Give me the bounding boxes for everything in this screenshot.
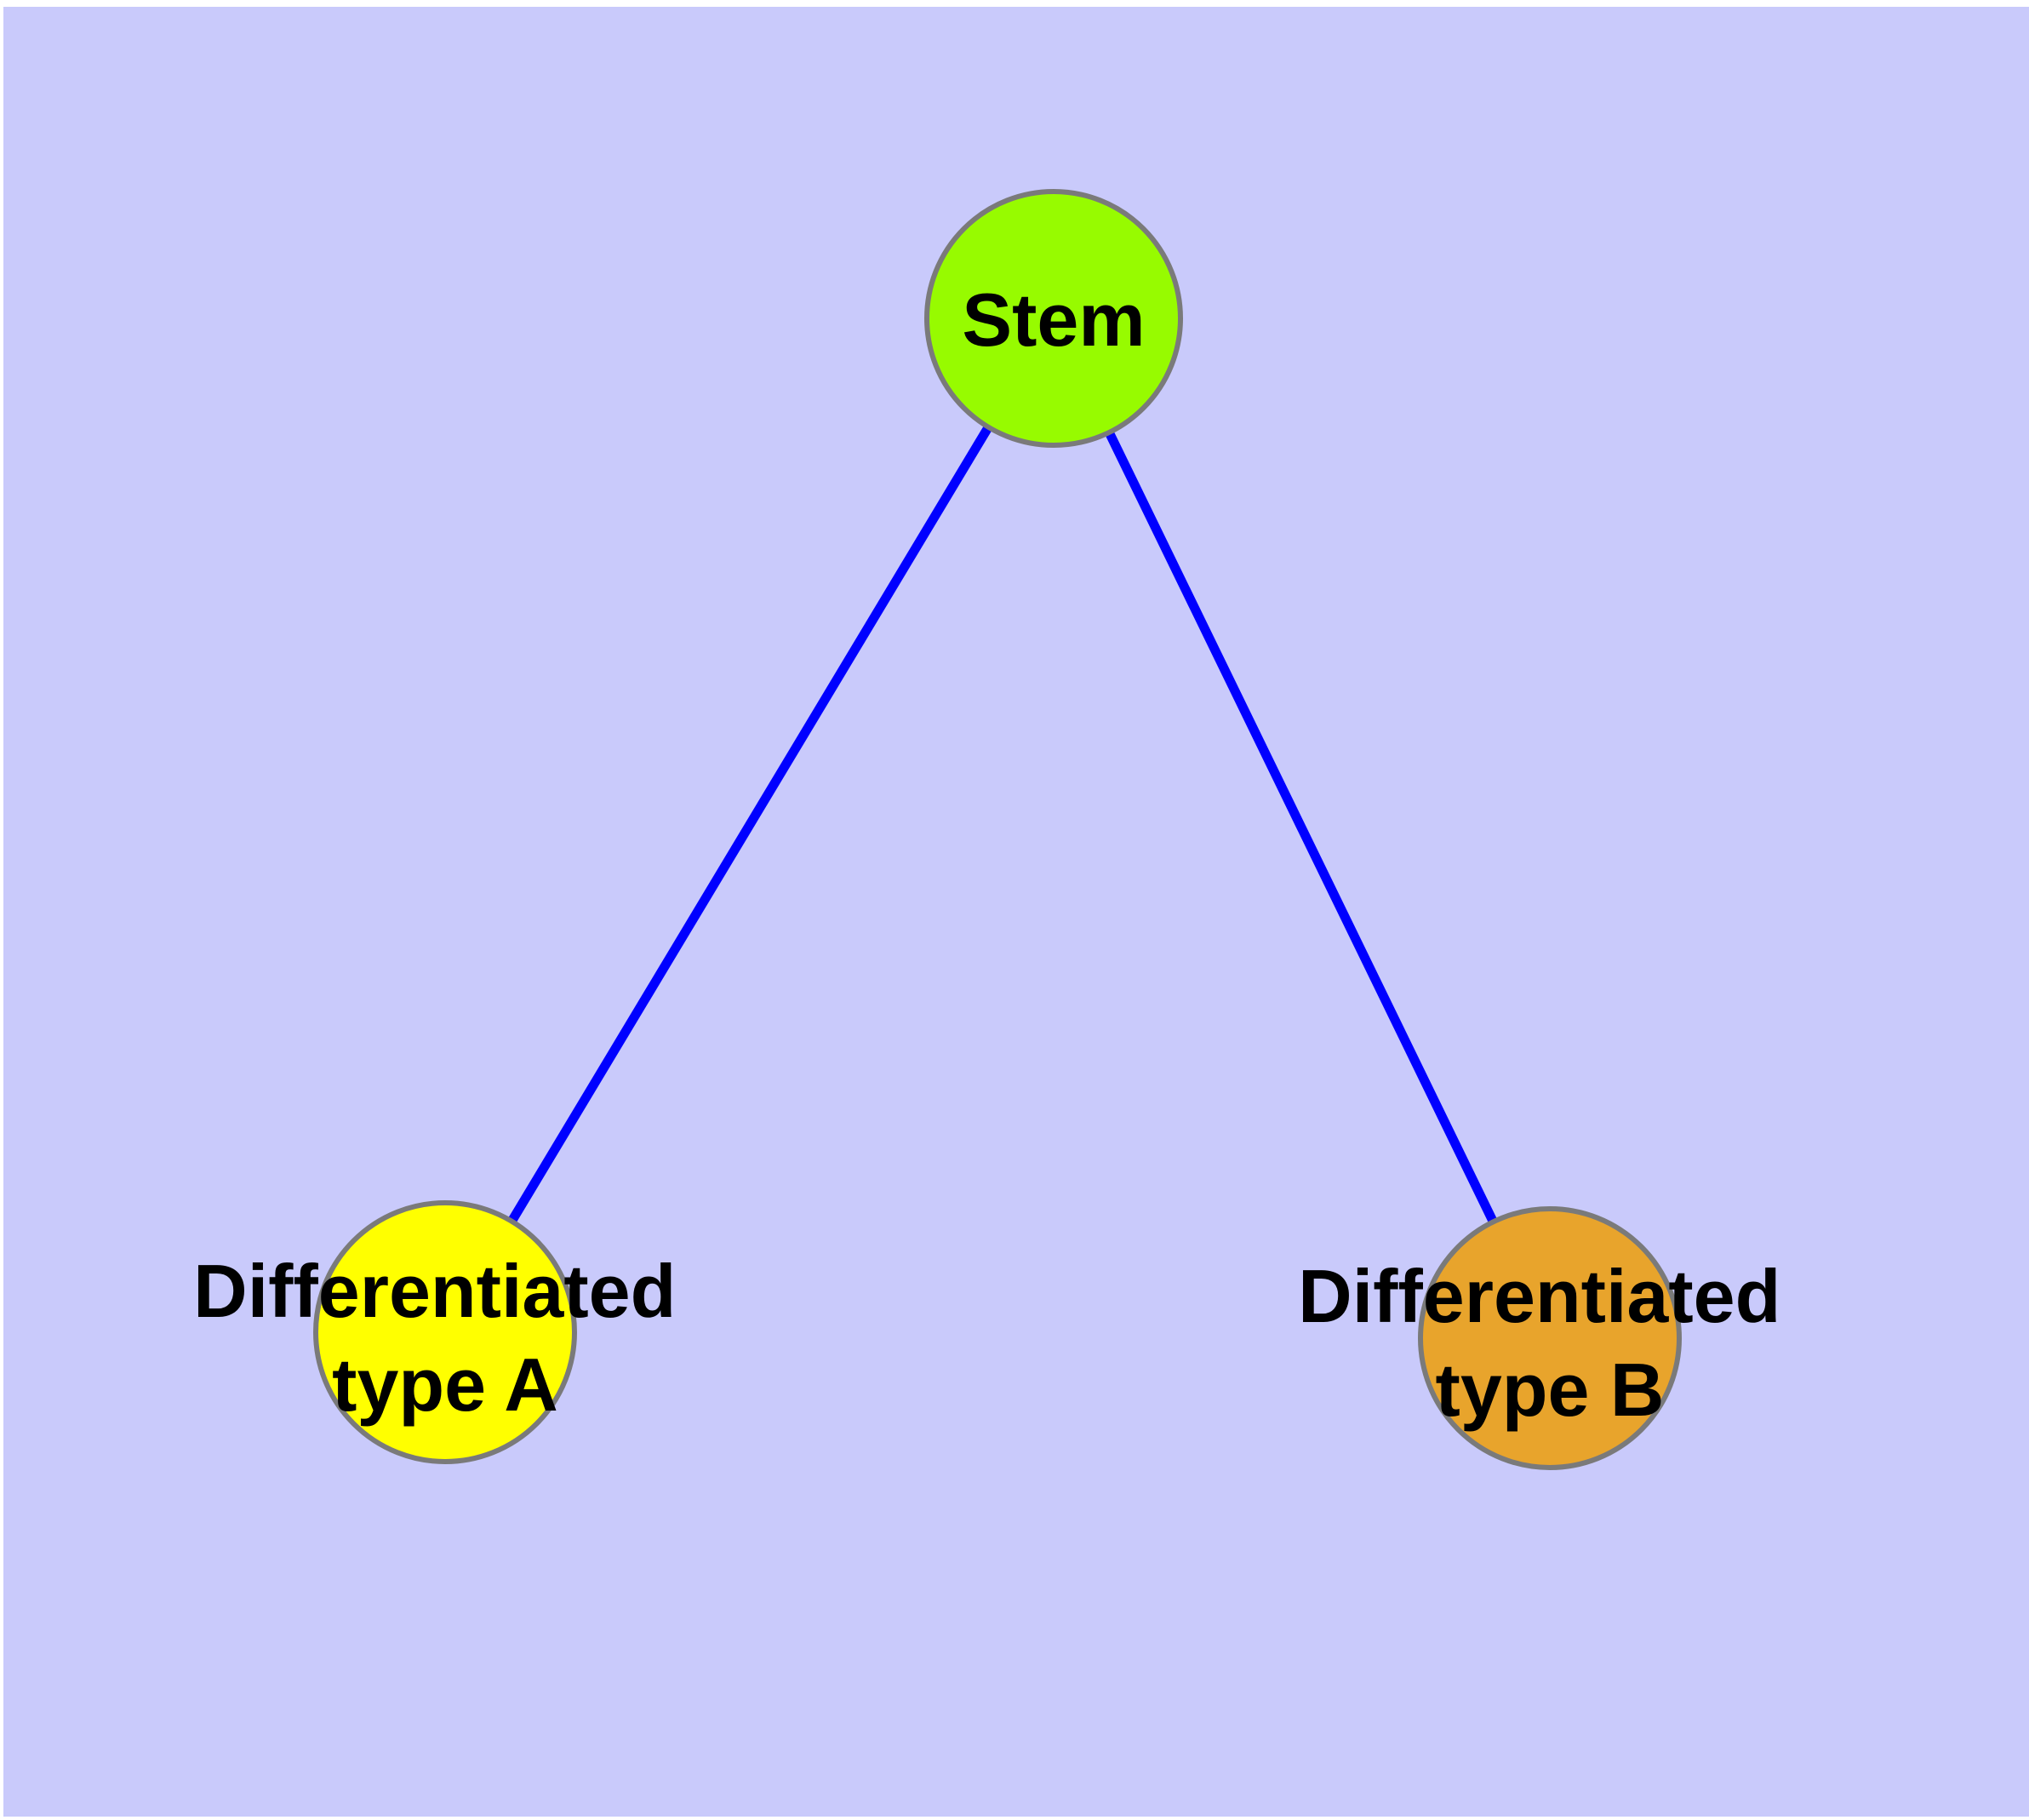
type-b-node-label: Differentiated type B	[1298, 1254, 1802, 1432]
stem-node-label: Stem	[962, 278, 1145, 362]
type-a-node	[313, 1200, 577, 1464]
edge-stem-to-type-b	[1049, 316, 1554, 1341]
type-a-label-line-2: type A	[332, 1342, 558, 1427]
stem-node	[924, 189, 1183, 448]
type-a-label-line-1: Differentiated	[193, 1249, 676, 1333]
type-b-label-line-1: Differentiated	[1298, 1254, 1780, 1338]
type-a-node-label: Differentiated type A	[193, 1249, 697, 1427]
type-b-node	[1418, 1206, 1682, 1470]
type-b-label-line-2: type B	[1436, 1348, 1665, 1432]
edge-stem-to-type-a	[441, 316, 1058, 1335]
